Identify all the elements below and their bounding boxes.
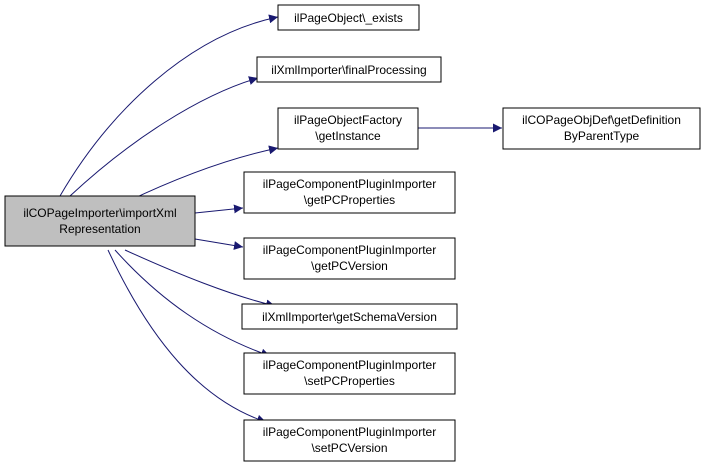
- node-set-pc-properties-label-line1: ilPageComponentPluginImporter: [263, 358, 436, 372]
- root-node[interactable]: ilCOPageImporter\importXml Representatio…: [4, 195, 196, 247]
- node-get-instance-label-line2: \getInstance: [315, 129, 381, 143]
- node-get-pc-properties[interactable]: ilPageComponentPluginImporter \getPCProp…: [243, 171, 456, 214]
- node-page-object-exists[interactable]: ilPageObject\_exists: [277, 4, 420, 31]
- node-set-pc-properties[interactable]: ilPageComponentPluginImporter \setPCProp…: [243, 352, 456, 395]
- node-final-processing[interactable]: ilXmlImporter\finalProcessing: [256, 56, 442, 83]
- edge-to-set-pc-version: [107, 249, 267, 424]
- root-node-label-line1: ilCOPageImporter\importXml: [23, 206, 176, 220]
- node-get-definition-label-line2: ByParentType: [564, 129, 640, 143]
- edge-to-exists: [59, 14, 279, 197]
- node-get-definition-by-parent-type[interactable]: ilCOPageObjDef\getDefinition ByParentTyp…: [502, 107, 701, 150]
- node-set-pc-properties-label-line2: \setPCProperties: [304, 374, 395, 388]
- edge-to-get-schema-version: [124, 249, 276, 309]
- node-get-pc-version-label-line2: \getPCVersion: [311, 259, 388, 273]
- node-final-processing-label: ilXmlImporter\finalProcessing: [271, 63, 426, 77]
- node-get-pc-version-label-line1: ilPageComponentPluginImporter: [263, 243, 436, 257]
- node-get-pc-properties-label-line2: \getPCProperties: [304, 193, 395, 207]
- node-get-instance-label-line1: ilPageObjectFactory: [294, 113, 402, 127]
- edge-to-get-pc-properties: [194, 204, 244, 214]
- root-node-label-line2: Representation: [59, 222, 140, 236]
- edge-to-get-pc-version: [194, 238, 244, 250]
- edge-to-set-pc-properties: [114, 249, 271, 358]
- node-set-pc-version-label-line2: \setPCVersion: [311, 441, 387, 455]
- node-get-pc-properties-label-line1: ilPageComponentPluginImporter: [263, 177, 436, 191]
- edge-to-final-processing: [69, 76, 259, 197]
- node-get-instance[interactable]: ilPageObjectFactory \getInstance: [277, 107, 419, 150]
- node-get-pc-version[interactable]: ilPageComponentPluginImporter \getPCVers…: [243, 237, 456, 280]
- node-get-schema-version[interactable]: ilXmlImporter\getSchemaVersion: [241, 303, 458, 330]
- node-get-schema-version-label: ilXmlImporter\getSchemaVersion: [262, 310, 437, 324]
- node-set-pc-version[interactable]: ilPageComponentPluginImporter \setPCVers…: [243, 419, 456, 462]
- node-set-pc-version-label-line1: ilPageComponentPluginImporter: [263, 425, 436, 439]
- node-get-definition-label-line1: ilCOPageObjDef\getDefinition: [522, 113, 681, 127]
- node-page-object-exists-label: ilPageObject\_exists: [294, 11, 403, 25]
